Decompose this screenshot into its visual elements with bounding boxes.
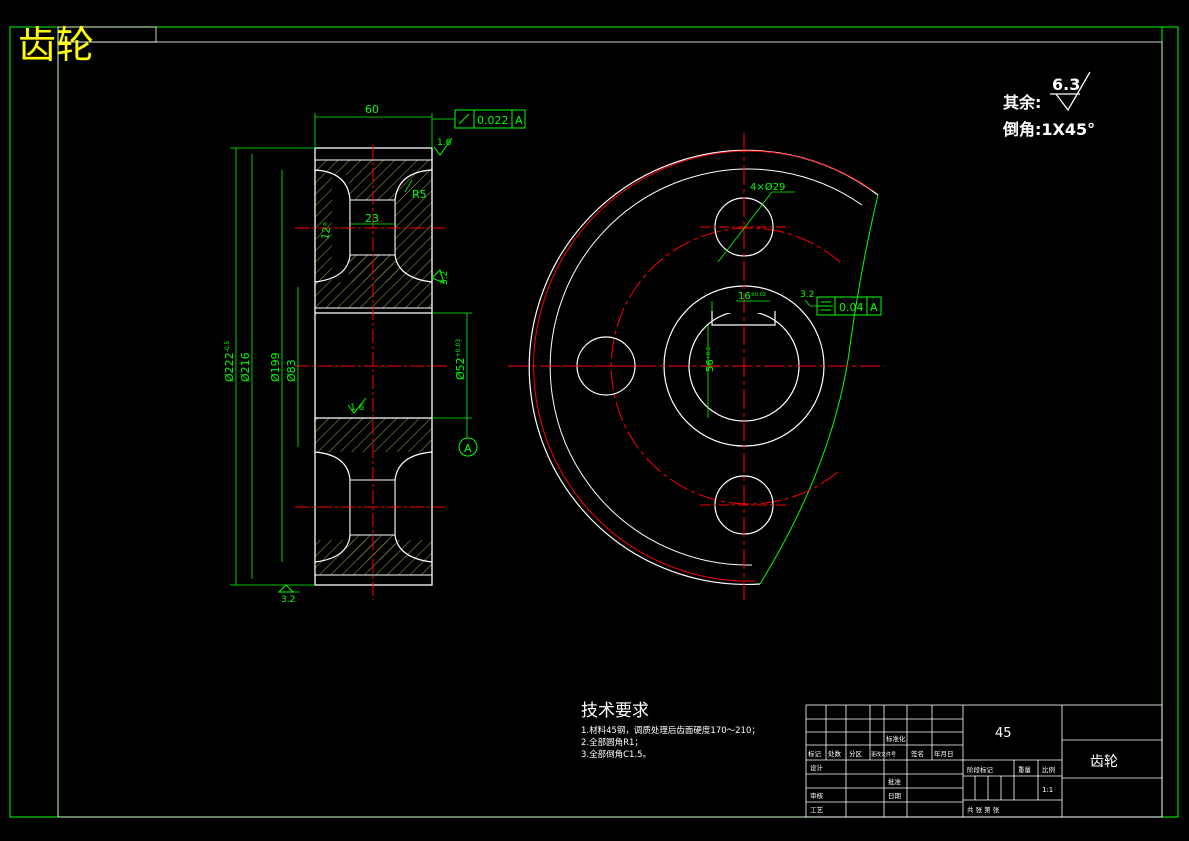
roughness-key-label: 3.2 [800, 290, 814, 300]
page-title: 齿轮 [18, 23, 94, 67]
fillet-label: R5 [412, 188, 427, 201]
leader [404, 179, 413, 193]
tb-header-1: 标记 [808, 749, 822, 758]
symmetry-datum: A [870, 301, 878, 314]
roughness-web-icon [431, 269, 445, 284]
tb-left-2: 审核 [810, 791, 824, 800]
dim-width-label: 60 [365, 103, 379, 116]
datum-a-label: A [464, 442, 472, 455]
tech-requirements: 技术要求 1.材料45钢，调质处理后齿面硬度170～210； 2.全部圆角R1；… [581, 701, 760, 760]
dia-bore-label: Ø52+0.03 [454, 339, 467, 380]
roughness-symbol-icon [1055, 71, 1091, 112]
roughness-top-icon [433, 137, 453, 156]
dia-tip-sup: -0.5 [224, 340, 231, 352]
symmetry-icon [819, 301, 833, 311]
runout-icon [458, 113, 470, 125]
roughness-bore-icon [347, 397, 367, 414]
tb-stage-2: 重量 [1018, 766, 1032, 774]
tb-part-name: 齿轮 [1090, 754, 1118, 770]
holes-label: 4×Ø29 [750, 181, 785, 193]
dia-tip-label: Ø222-0.5 [223, 340, 236, 382]
dia-83-label: Ø83 [285, 359, 298, 382]
roughness-bottom-label: 3.2 [281, 595, 295, 605]
tip-circle-red [533, 150, 873, 582]
keyway-depth-label: 56+0.2 [705, 347, 716, 372]
tip-circle [528, 149, 879, 586]
tb-mid-2: 批准 [888, 777, 902, 786]
tb-header-2: 处数 [828, 749, 842, 758]
dia-199-label: Ø199 [269, 352, 282, 382]
keyway-width-sup: ±0.02 [751, 292, 766, 298]
tech-line-2: 2.全部圆角R1； [581, 737, 643, 748]
tech-line-3: 3.全部倒角C1.5。 [581, 749, 651, 760]
tb-stage-1: 阶段标记 [967, 765, 994, 774]
tb-material: 45 [995, 726, 1012, 741]
roughness-bore-label: 1.6 [350, 403, 365, 413]
tb-scale: 1:1 [1042, 786, 1053, 794]
roughness-bottom-icon [277, 584, 295, 593]
roughness-web-label: 3.2 [440, 271, 450, 285]
hole-leader [717, 191, 773, 263]
dia-bore-value: Ø52 [454, 357, 467, 380]
roughness-top-label: 1.6 [437, 138, 452, 148]
tb-sheet: 共 张 第 张 [967, 805, 1000, 814]
symmetry-frame [816, 296, 882, 316]
side-section-view: A 0.022 A 60 1.6 R5 23 12° 3.2 1.6 3.2 Ø… [223, 103, 526, 605]
title-block-text: 标记 处数 分区 更改文件号 签名 年月日 设计 审核 工艺 标准化 批准 日期… [808, 726, 1118, 814]
runout-value: 0.022 [477, 114, 509, 127]
tech-heading: 技术要求 [581, 701, 649, 721]
break-line [759, 194, 879, 585]
web-width-label: 23 [365, 212, 379, 225]
tb-header-4: 更改文件号 [871, 751, 896, 758]
outer-border [9, 26, 1179, 818]
symmetry-value: 0.04 [839, 301, 864, 314]
angle-label: 12° [320, 221, 334, 240]
tb-mid-1: 标准化 [886, 734, 906, 743]
inner-border [57, 26, 1163, 818]
tb-left-1: 设计 [810, 763, 824, 772]
keyway-width-value: 16 [738, 291, 751, 302]
rest-value: 6.3 [1052, 75, 1080, 94]
tb-stage-3: 比例 [1042, 765, 1055, 774]
title-block-frame [805, 704, 1163, 818]
code-box [57, 26, 157, 43]
rest-label: 其余: [1003, 93, 1041, 112]
root-circle [549, 168, 863, 566]
tb-mid-3: 日期 [888, 792, 902, 800]
dia-tip-value: Ø222 [223, 352, 236, 382]
chamfer-note: 倒角:1X45° [1002, 120, 1095, 139]
keyway-depth-value: 56 [705, 359, 716, 372]
dia-bore-sup: +0.03 [455, 339, 462, 358]
tb-header-3: 分区 [849, 749, 863, 758]
tb-header-5: 签名 [911, 749, 924, 758]
tech-line-1: 1.材料45钢，调质处理后齿面硬度170～210； [581, 725, 760, 736]
dia-216-label: Ø216 [239, 352, 252, 382]
datum-a-circle [458, 437, 478, 457]
tb-left-3: 工艺 [810, 806, 824, 814]
front-view: 4×Ø29 16±0.02 56+0.2 3.2 0.04 A [508, 133, 885, 600]
runout-frame [454, 109, 526, 129]
keyway-width-label: 16±0.02 [738, 291, 766, 302]
inner-frame [57, 41, 1163, 818]
tb-header-6: 年月日 [934, 749, 954, 758]
runout-datum: A [515, 114, 523, 127]
surface-note: 其余: 6.3 倒角:1X45° [1002, 71, 1095, 139]
title-block [805, 704, 1163, 818]
leader [804, 299, 811, 307]
keyway-depth-sup: +0.2 [706, 347, 712, 359]
